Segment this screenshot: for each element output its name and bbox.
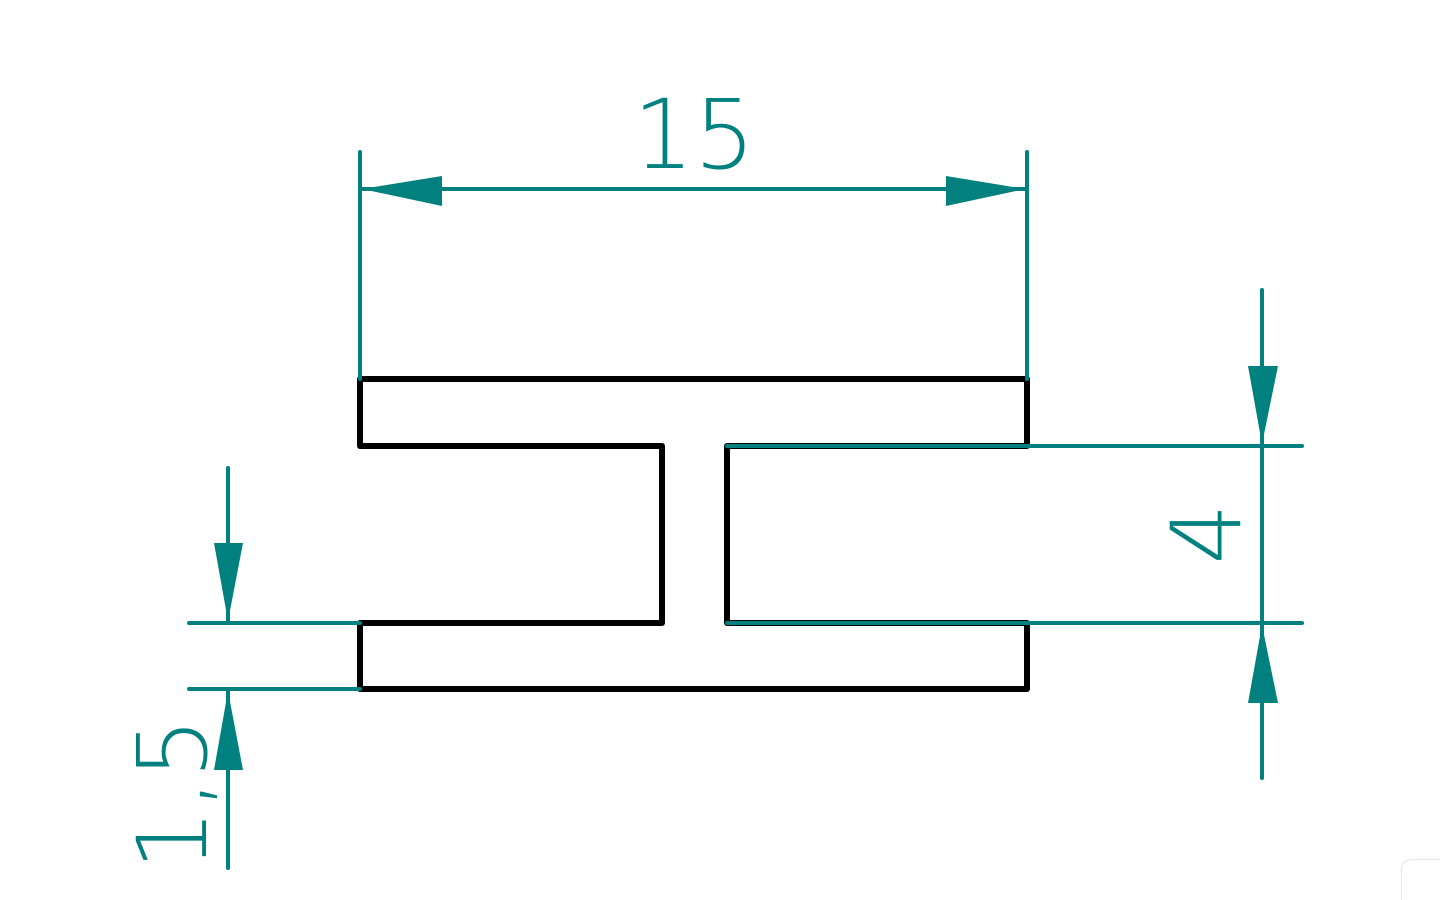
web-height-dimension-label: 4 <box>1151 503 1263 564</box>
h-profile-section <box>357 376 1030 692</box>
width-dimension-label: 15 <box>633 79 755 191</box>
arrowhead-web-top <box>1248 366 1278 444</box>
corner-tab[interactable] <box>1401 859 1440 900</box>
arrowhead-flange-top <box>214 543 243 621</box>
arrowhead-width-left <box>362 176 442 206</box>
flange-thickness-dimension-label: 1,5 <box>117 718 229 871</box>
h-profile-outline <box>357 376 1030 692</box>
arrowheads <box>214 176 1278 770</box>
arrowhead-width-right <box>946 176 1025 206</box>
dimensioning <box>187 150 1304 870</box>
arrowhead-flange-bottom <box>214 691 243 770</box>
arrowhead-web-bottom <box>1248 625 1278 703</box>
